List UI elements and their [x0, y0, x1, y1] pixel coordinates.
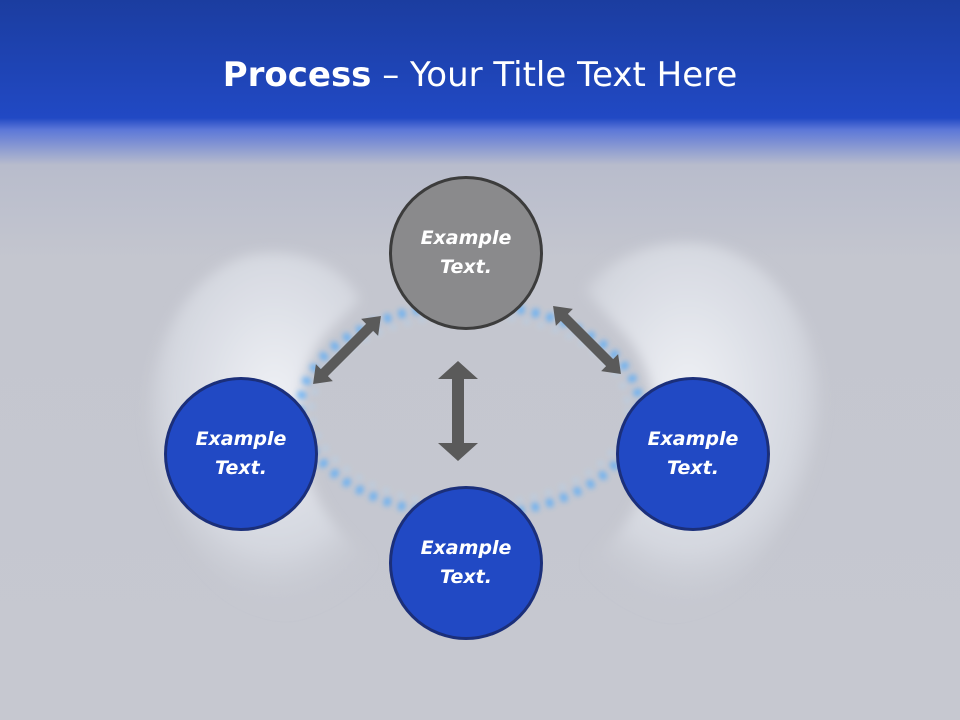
arrow-top-right [553, 306, 621, 374]
title-bar: Process – Your Title Text Here [0, 0, 960, 130]
arrow-vertical [438, 361, 478, 461]
title-bold-part: Process [222, 55, 372, 95]
process-node-right: Example Text. [616, 377, 770, 531]
arrow-top-left [313, 316, 381, 384]
process-node-top: Example Text. [389, 176, 543, 330]
node-top-text: Example Text. [420, 227, 512, 278]
node-left-text: Example Text. [195, 428, 287, 479]
slide-title: Process – Your Title Text Here [0, 52, 960, 98]
title-regular-part: – Your Title Text Here [371, 55, 738, 95]
node-right-text: Example Text. [647, 428, 739, 479]
process-node-left: Example Text. [164, 377, 318, 531]
process-node-bottom: Example Text. [389, 486, 543, 640]
node-bottom-text: Example Text. [420, 537, 512, 588]
